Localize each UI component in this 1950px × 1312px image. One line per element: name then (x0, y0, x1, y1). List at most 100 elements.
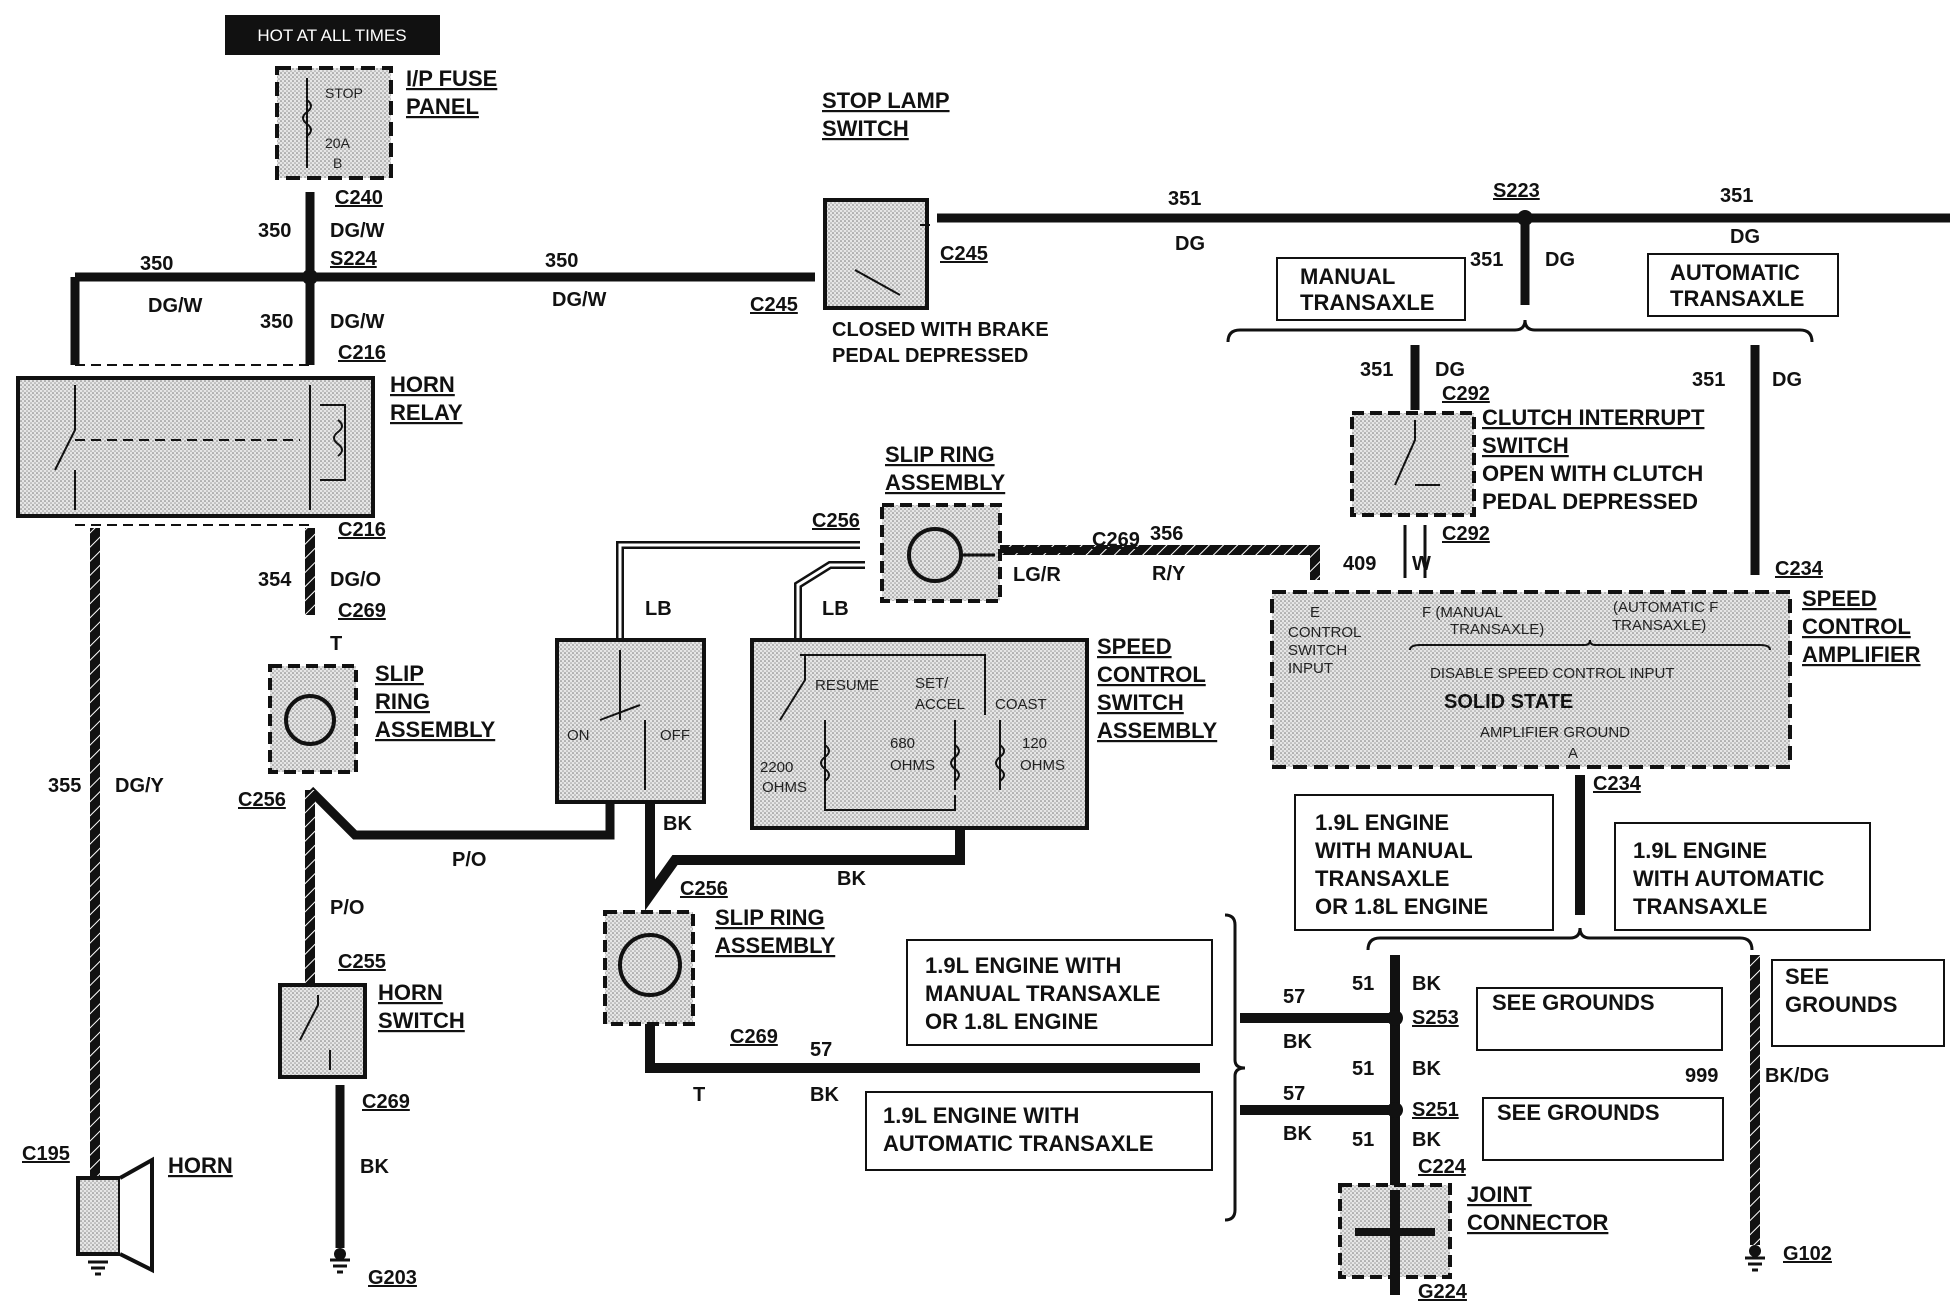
wire-409: 409 (1343, 553, 1376, 575)
wire-350-b: 350 (140, 253, 173, 275)
wire-351-e: 351 (1692, 369, 1725, 391)
eng-manual-top-box (1294, 794, 1554, 931)
wire-dgy: DG/Y (115, 775, 165, 797)
joint-title-2: CONNECTOR (1467, 1210, 1608, 1235)
fuse-inner-stop: STOP (325, 85, 363, 101)
conn-c240: C240 (335, 187, 383, 209)
conn-c292-bottom: C292 (1442, 523, 1490, 545)
wire-bk-8: BK (1283, 1123, 1312, 1145)
sc-set: SET/ (915, 675, 949, 692)
wire-57-a: 57 (1283, 986, 1305, 1008)
fuse-inner-b: B (333, 155, 342, 171)
wire-350-a: 350 (258, 220, 291, 242)
see-grounds-3-box (1771, 959, 1945, 1047)
wire-bk-6: BK (1412, 973, 1441, 995)
eng-manual-left-1: 1.9L ENGINE WITH (925, 953, 1121, 978)
eng-auto-top-box (1614, 822, 1871, 931)
fuse-panel-title-2: PANEL (406, 94, 479, 119)
splice-s253: S253 (1412, 1007, 1459, 1029)
ground-symbol-g203 (330, 1248, 350, 1274)
amp-f-1: F (MANUAL (1422, 604, 1503, 621)
sc-coast: COAST (995, 696, 1047, 713)
stop-lamp-title-1: STOP LAMP (822, 88, 950, 113)
wire-dg-3: DG (1545, 249, 1575, 271)
amp-e-3: SWITCH (1288, 642, 1347, 659)
wire-57-c: 57 (1283, 1083, 1305, 1105)
slip-ring-mid-title-2: ASSEMBLY (715, 933, 836, 958)
wire-t-1: T (330, 633, 342, 655)
wire-dg-5: DG (1772, 369, 1802, 391)
switch-on: ON (567, 727, 590, 744)
amp-title-1: SPEED (1802, 586, 1877, 611)
see-grounds-2: SEE GROUNDS (1497, 1100, 1660, 1125)
see-grounds-2-box (1482, 1097, 1724, 1161)
sc-r3u: OHMS (1020, 757, 1065, 774)
wire-351-b: 351 (1720, 185, 1753, 207)
slip-ring-mid-title-1: SLIP RING (715, 905, 825, 930)
wire-dg-2: DG (1730, 226, 1760, 248)
wire-dgo: DG/O (330, 569, 381, 591)
conn-c216-top: C216 (338, 342, 386, 364)
horn-title: HORN (168, 1153, 233, 1178)
manual-box-line-2: TRANSAXLE (1300, 290, 1434, 315)
eng-auto-top-1: 1.9L ENGINE (1633, 838, 1767, 863)
see-grounds-1: SEE GROUNDS (1492, 990, 1655, 1015)
amp-f-2: TRANSAXLE) (1450, 621, 1544, 638)
fuse-panel-title-1: I/P FUSE (406, 66, 497, 91)
wire-ry: R/Y (1152, 563, 1186, 585)
hot-label: HOT AT ALL TIMES (257, 26, 406, 45)
see-grounds-3-line-1: SEE (1785, 964, 1829, 989)
joint-title-1: JOINT (1467, 1182, 1532, 1207)
wire-350-group (70, 192, 815, 365)
sc-resume: RESUME (815, 677, 879, 694)
amp-title-3: AMPLIFIER (1802, 642, 1921, 667)
slip-ring-left-box (268, 664, 358, 774)
amp-a: A (1568, 745, 1578, 762)
horn-relay-title-2: RELAY (390, 400, 463, 425)
wire-bk-4: BK (1283, 1031, 1312, 1053)
wire-355-label: 355 (48, 775, 81, 797)
wire-999: 999 (1685, 1065, 1718, 1087)
ground-symbol-g102 (1745, 1245, 1765, 1272)
wire-51-b: 51 (1352, 1058, 1374, 1080)
switch-off: OFF (660, 727, 690, 744)
stop-lamp-note-2: PEDAL DEPRESSED (832, 345, 1028, 367)
conn-c256-a: C256 (238, 789, 286, 811)
clutch-note-1: OPEN WITH CLUTCH (1482, 461, 1703, 486)
conn-c269-c: C269 (362, 1091, 410, 1113)
automatic-box-line-1: AUTOMATIC (1670, 260, 1800, 285)
wire-351-a: 351 (1168, 188, 1201, 210)
wire-354-label: 354 (258, 569, 292, 591)
amp-e-2: CONTROL (1288, 624, 1361, 641)
conn-c195: C195 (22, 1143, 70, 1165)
clutch-title-1: CLUTCH INTERRUPT (1482, 405, 1705, 430)
wire-356: 356 (1150, 523, 1183, 545)
conn-c255: C255 (338, 951, 386, 973)
wire-dg-1: DG (1175, 233, 1205, 255)
wire-t-2: T (693, 1084, 705, 1106)
clutch-title-2: SWITCH (1482, 433, 1569, 458)
conn-c256-b: C256 (812, 510, 860, 532)
amp-solid-state: SOLID STATE (1444, 691, 1573, 713)
speed-control-amplifier-box (1270, 590, 1792, 769)
manual-transaxle-box (1276, 257, 1466, 321)
sc-title-4: ASSEMBLY (1097, 718, 1218, 743)
eng-manual-left-box (906, 939, 1213, 1046)
horn-relay-title-1: HORN (390, 372, 455, 397)
on-off-switch-box (555, 638, 706, 804)
sc-title-1: SPEED (1097, 634, 1172, 659)
wire-po-1: P/O (452, 849, 486, 871)
conn-c234-bottom: C234 (1593, 773, 1642, 795)
wire-bk-3: BK (837, 868, 866, 890)
see-grounds-3-line-2: GROUNDS (1785, 992, 1897, 1017)
wire-dgw-1: DG/W (330, 220, 385, 242)
slip-ring-top-title-2: ASSEMBLY (885, 470, 1006, 495)
sc-r1u: OHMS (762, 779, 807, 796)
amp-f-4: TRANSAXLE) (1612, 617, 1706, 634)
wire-51-a: 51 (1352, 973, 1374, 995)
splice-s224-label: S224 (330, 248, 378, 270)
ground-g203: G203 (368, 1267, 417, 1289)
splice-s224 (302, 269, 318, 285)
fuse-inner-20a: 20A (325, 135, 351, 151)
